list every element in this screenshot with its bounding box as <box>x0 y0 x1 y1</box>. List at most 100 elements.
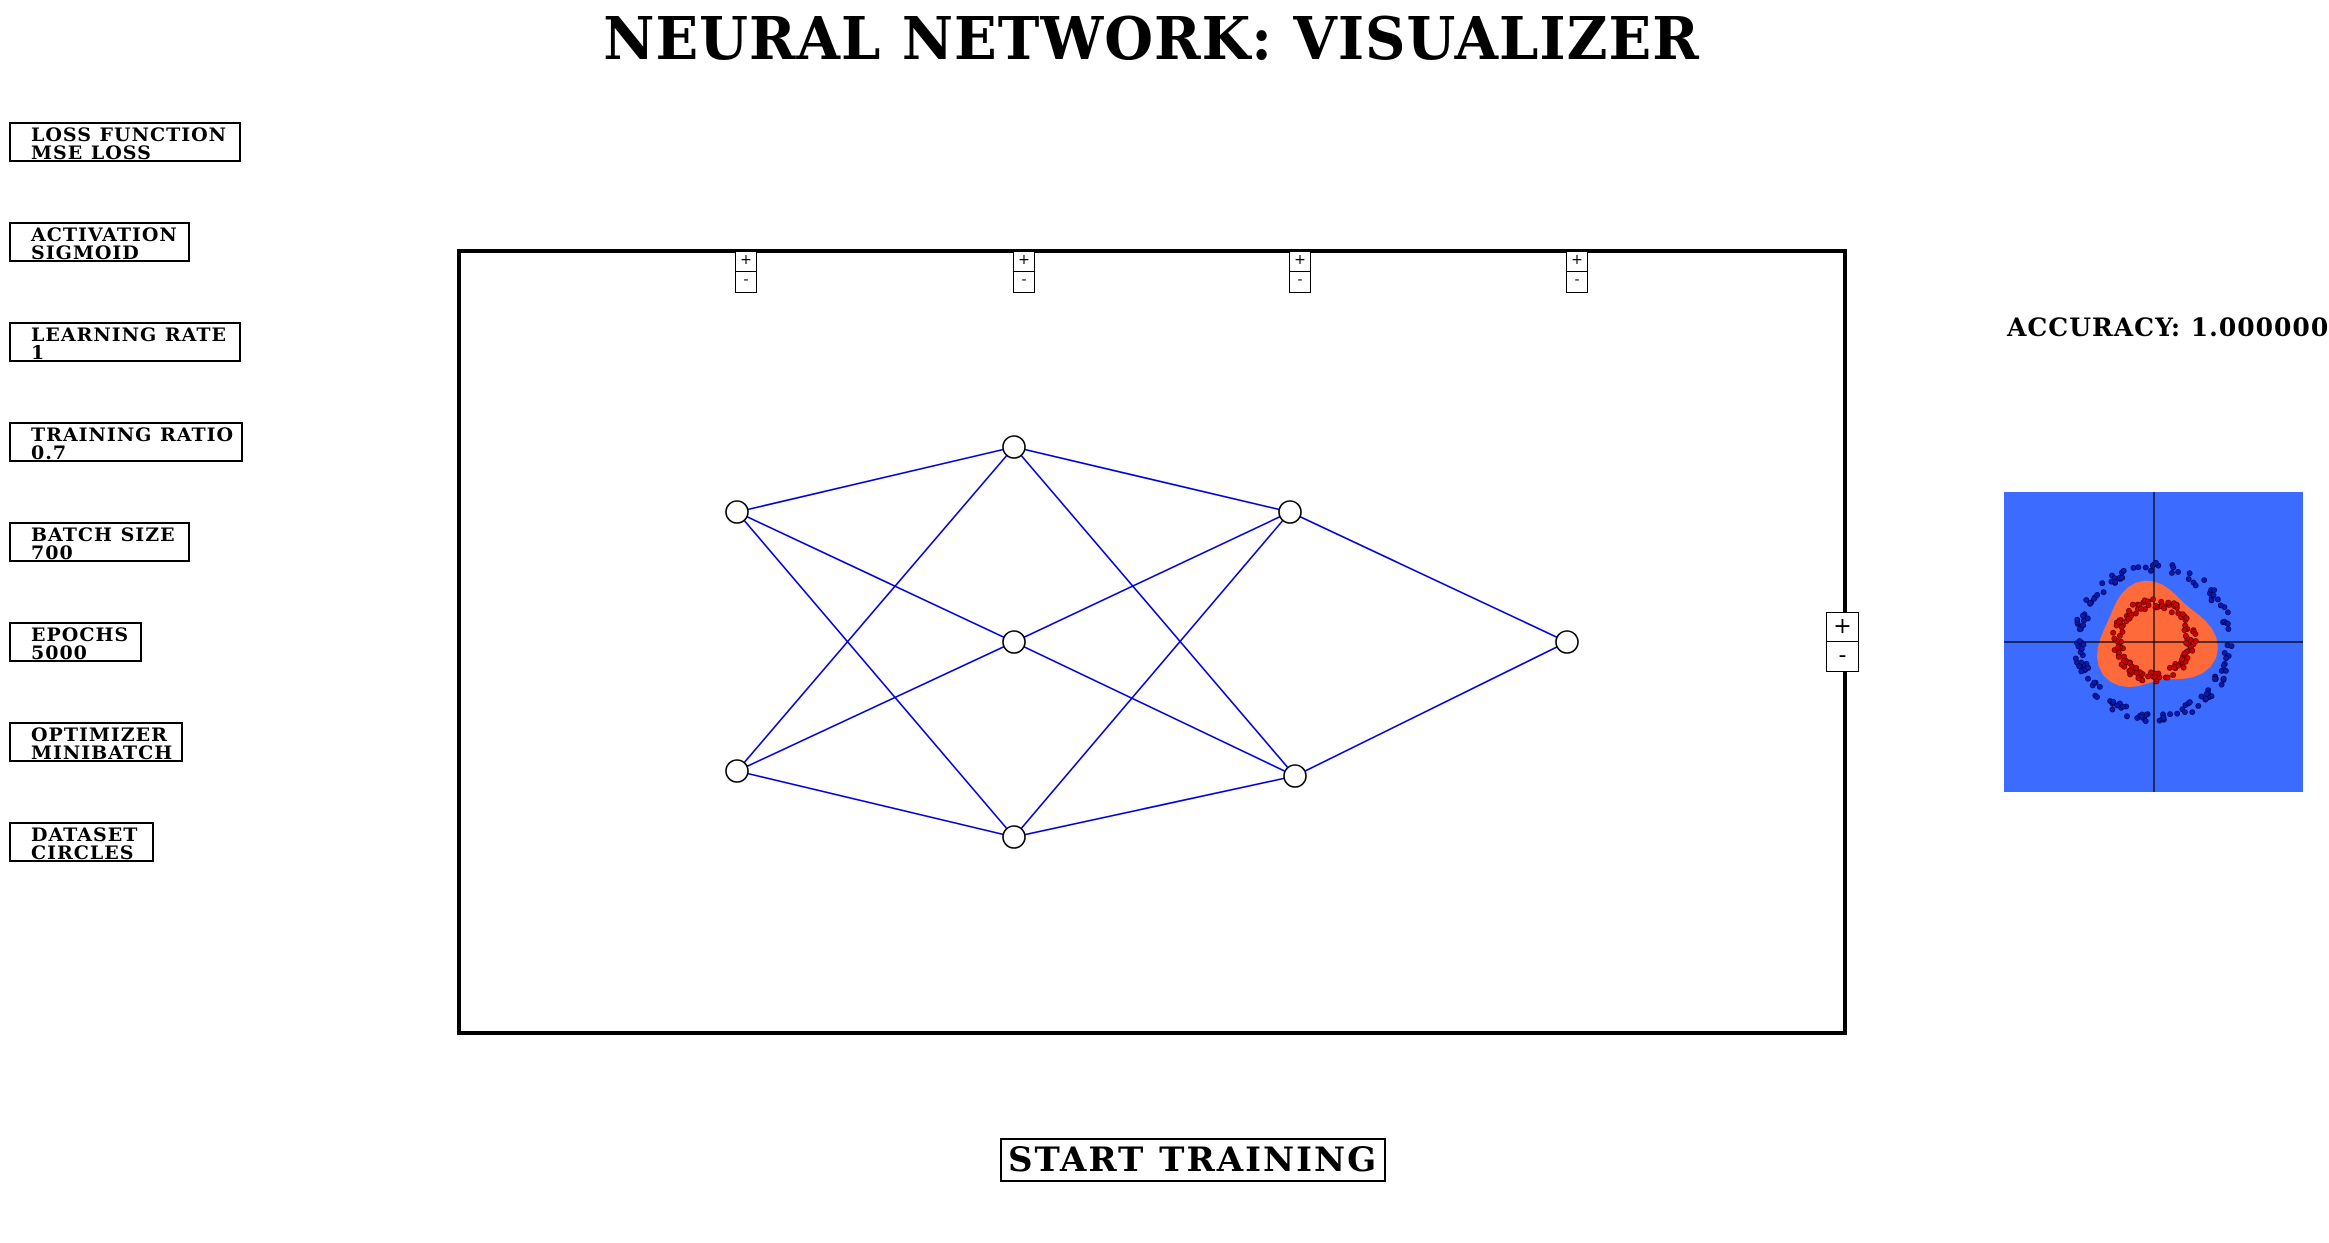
plot-point-inner <box>2148 669 2154 676</box>
layer-4-add-button[interactable]: + <box>1567 252 1587 272</box>
plot-point-outer <box>2094 592 2101 598</box>
plot-point-outer <box>2210 592 2217 599</box>
param-training-ratio-value: 0.7 <box>31 442 68 464</box>
param-loss-function[interactable]: LOSS FUNCTION MSE LOSS <box>9 122 241 163</box>
plot-point-outer <box>2085 664 2091 671</box>
plot-point-outer <box>2119 574 2126 581</box>
param-optimizer[interactable]: OPTIMIZER MINIBATCH <box>9 722 183 763</box>
plot-point-outer <box>2114 702 2121 709</box>
remove-layer-button[interactable]: - <box>1838 643 1847 668</box>
plot-point-outer <box>2222 667 2229 674</box>
plot-point-inner <box>2183 615 2190 622</box>
plot-point-outer <box>2135 564 2142 571</box>
param-learning-rate[interactable]: LEARNING RATE 1 <box>9 322 241 363</box>
plot-point-outer <box>2072 655 2079 662</box>
plot-point-outer <box>2091 595 2097 602</box>
plot-point-outer <box>2195 702 2202 709</box>
plot-point-inner <box>2164 674 2171 681</box>
param-batch-size[interactable]: BATCH SIZE 700 <box>9 522 190 563</box>
plot-point-outer <box>2192 582 2199 589</box>
plot-point-inner <box>2145 598 2151 605</box>
param-activation[interactable]: ACTIVATION SIGMOID <box>9 222 190 264</box>
plot-point-inner <box>2165 599 2172 606</box>
plot-point-outer <box>2094 694 2100 700</box>
layer-1-add-button[interactable]: + <box>736 252 756 272</box>
add-layer-controls: + - <box>1826 612 1859 672</box>
plot-point-inner <box>2115 619 2122 625</box>
plot-point-inner <box>2183 639 2189 646</box>
plot-point-outer <box>2228 643 2235 649</box>
layer-1-controls: + - <box>735 251 757 293</box>
plot-point-outer <box>2130 564 2137 571</box>
plot-point-inner <box>2153 603 2160 609</box>
plot-point-outer <box>2076 663 2083 670</box>
layer-2-add-button[interactable]: + <box>1014 252 1034 272</box>
plot-point-outer <box>2076 638 2083 644</box>
plot-point-inner <box>2111 647 2118 653</box>
layer-1-remove-button[interactable]: - <box>743 272 749 288</box>
plot-point-outer <box>2220 675 2227 682</box>
plot-point-outer <box>2080 612 2086 619</box>
plot-point-inner <box>2145 673 2151 680</box>
plot-point-outer <box>2185 576 2192 582</box>
plot-point-outer <box>2225 626 2232 632</box>
param-dataset-value: CIRCLES <box>31 842 135 864</box>
start-training-button[interactable]: START TRAINING <box>1000 1138 1387 1182</box>
plot-point-outer <box>2152 559 2159 566</box>
plot-point-outer <box>2203 695 2209 702</box>
plot-point-outer <box>2076 626 2083 633</box>
layer-4-remove-button[interactable]: - <box>1574 272 1580 288</box>
plot-point-outer <box>2112 579 2119 585</box>
layer-3-add-button[interactable]: + <box>1290 252 1310 272</box>
plot-point-inner <box>2179 656 2185 663</box>
plot-point-inner <box>2115 644 2122 650</box>
plot-point-inner <box>2161 605 2168 612</box>
plot-point-outer <box>2078 645 2085 652</box>
plot-point-inner <box>2115 653 2122 660</box>
decision-boundary-plot <box>2004 492 2303 792</box>
param-batch-size-label: BATCH SIZE <box>31 524 176 546</box>
plot-point-outer <box>2085 675 2091 682</box>
layer-2-remove-button[interactable]: - <box>1021 272 1027 288</box>
param-epochs[interactable]: EPOCHS 5000 <box>9 622 142 664</box>
plot-point-outer <box>2138 713 2145 720</box>
plot-point-outer <box>2169 570 2175 576</box>
plot-point-inner <box>2128 612 2135 619</box>
accuracy-readout: ACCURACY: 1.000000 <box>2007 313 2329 342</box>
plot-point-outer <box>2147 567 2154 574</box>
plot-point-outer <box>2120 567 2127 574</box>
plot-point-outer <box>2142 564 2149 571</box>
param-optimizer-label: OPTIMIZER <box>31 724 168 746</box>
plot-point-inner <box>2182 632 2189 639</box>
plot-point-outer <box>2198 693 2205 700</box>
app-title: NEURAL NETWORK: VISUALIZER <box>603 4 1700 74</box>
plot-point-outer <box>2223 655 2229 662</box>
plot-point-outer <box>2170 564 2177 571</box>
plot-point-inner <box>2181 650 2188 657</box>
plot-point-inner <box>2171 664 2177 670</box>
plot-point-outer <box>2186 570 2193 577</box>
plot-point-inner <box>2192 638 2199 644</box>
plot-point-outer <box>2109 706 2116 713</box>
plot-point-outer <box>2099 580 2106 587</box>
param-dataset[interactable]: DATASET CIRCLES <box>9 822 154 864</box>
plot-point-inner <box>2138 605 2144 612</box>
plot-point-outer <box>2221 649 2228 656</box>
plot-point-outer <box>2174 710 2181 717</box>
plot-point-outer <box>2091 679 2098 686</box>
plot-point-outer <box>2218 681 2225 688</box>
layer-3-remove-button[interactable]: - <box>1297 272 1303 288</box>
param-activation-value: SIGMOID <box>31 242 140 264</box>
param-training-ratio[interactable]: TRAINING RATIO 0.7 <box>9 422 243 464</box>
plot-point-outer <box>2181 709 2188 715</box>
plot-point-outer <box>2142 718 2149 724</box>
plot-point-inner <box>2135 675 2142 682</box>
add-layer-button[interactable]: + <box>1827 613 1858 642</box>
plot-point-outer <box>2201 577 2208 583</box>
param-epochs-value: 5000 <box>31 642 88 664</box>
plot-point-outer <box>2211 587 2218 593</box>
param-loss-label: LOSS FUNCTION <box>31 124 228 146</box>
plot-point-outer <box>2096 683 2103 690</box>
plot-point-outer <box>2214 596 2221 603</box>
plot-point-outer <box>2220 662 2227 669</box>
